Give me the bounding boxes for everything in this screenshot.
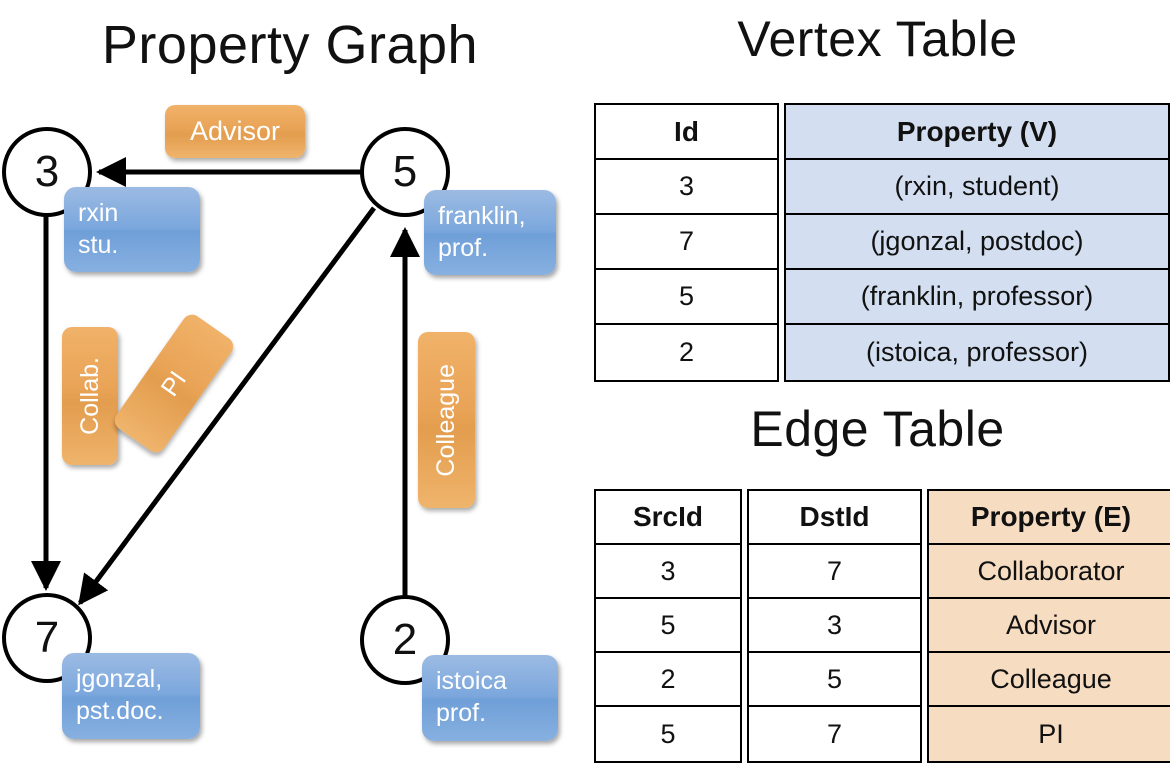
graph-edges-svg [31,157,420,606]
node-property-callout-franklin: franklin, prof. [424,190,556,275]
edge-table-column-property: Property (E) Collaborator Advisor Collea… [927,489,1170,763]
edge-5-to-7 [77,206,377,606]
table-row: 3 [596,545,740,599]
page-title-vertex-table: Vertex Table [737,11,1018,67]
table-row: Collaborator [929,545,1170,599]
table-row: Colleague [929,653,1170,707]
edge-table: SrcId 3 5 2 5 DstId 7 3 5 7 Property (E)… [594,489,1170,763]
callout-line-2: prof. [436,699,487,727]
callout-line-2: stu. [78,231,119,259]
edge-label-collab: Collab. [62,327,118,465]
edge-table-header-dstid: DstId [749,491,920,545]
page-title-property-graph: Property Graph [101,15,479,75]
edge-table-column-srcid: SrcId 3 5 2 5 [594,489,742,763]
graph-node-2[interactable]: 2 [360,595,450,685]
table-row: (istoica, professor) [786,325,1168,380]
edge-label-colleague: Colleague [418,332,475,508]
table-row: 7 [749,545,920,599]
edge-table-header-srcid: SrcId [596,491,740,545]
edge-table-header-property: Property (E) [929,491,1170,545]
table-row: 2 [596,653,740,707]
callout-line-1: istoica [436,667,507,695]
table-row: (franklin, professor) [786,270,1168,325]
table-row: (rxin, student) [786,160,1168,215]
table-row: 5 [660,718,676,749]
table-row: 5 [596,599,740,653]
table-row: 5 [596,270,777,325]
edge-table-column-dstid: DstId 7 3 5 7 [747,489,922,763]
node-property-callout-istoica: istoica prof. [422,655,558,741]
node-property-callout-jgonzal: jgonzal, pst.doc. [62,653,200,739]
table-row: 3 [596,160,777,215]
page-title-edge-table: Edge Table [750,401,1005,457]
table-row: 7 [826,718,843,749]
table-row: PI [929,707,1170,761]
callout-line-1: rxin [78,199,119,227]
table-row: Advisor [929,599,1170,653]
edge-label-advisor: Advisor [165,105,305,158]
property-graph-panel: Property Graph 3 5 7 2 rxin stu. frankli… [0,0,580,760]
callout-line-1: jgonzal, [76,665,163,693]
table-row: 5 [749,653,920,707]
table-row: (jgonzal, postdoc) [786,215,1168,270]
edge-label-colleague-text: Colleague [432,363,460,477]
callout-line-2: pst.doc. [76,697,164,725]
callout-line-2: prof. [438,234,489,262]
vertex-table-column-id: Id 3 7 5 2 [594,103,779,382]
vertex-table-column-property: Property (V) (rxin, student) (jgonzal, p… [784,103,1170,382]
edge-label-pi-text: PI [155,365,192,401]
vertex-table: Id 3 7 5 2 Property (V) (rxin, student) … [594,103,1170,382]
table-row: 3 [749,599,920,653]
vertex-table-header-id: Id [596,105,777,160]
callout-line-1: franklin, [438,202,526,230]
node-property-callout-rxin: rxin stu. [64,187,200,272]
vertex-table-header-property: Property (V) [786,105,1168,160]
edge-label-collab-text: Collab. [75,357,104,435]
table-row: 7 [596,215,777,270]
graph-node-5[interactable]: 5 [360,127,450,217]
table-row: 2 [678,337,695,367]
